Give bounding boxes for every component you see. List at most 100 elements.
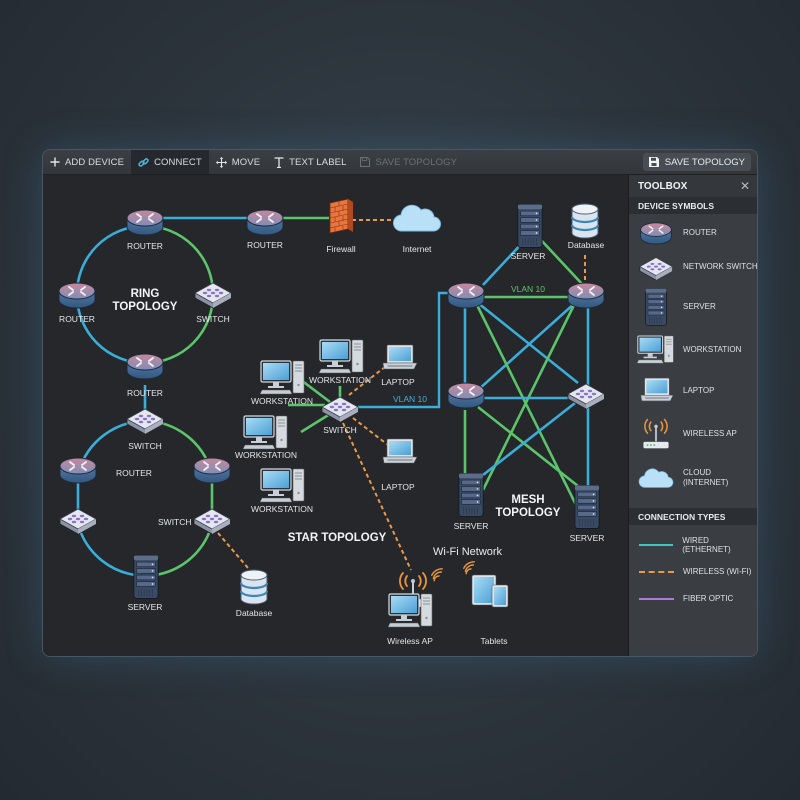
move-button[interactable]: MOVE bbox=[209, 150, 267, 174]
star-workstation-3[interactable] bbox=[260, 468, 305, 503]
toolbox-item-network-switch[interactable]: NETWORK SWITCH bbox=[629, 251, 757, 283]
connection-types-header: CONNECTION TYPES bbox=[629, 508, 757, 525]
connection-link[interactable] bbox=[475, 304, 583, 516]
connection-link[interactable] bbox=[477, 405, 584, 492]
star-workstation-2[interactable] bbox=[243, 415, 288, 450]
cloud-label-line2: (INTERNET) bbox=[683, 478, 729, 487]
mesh-server-right[interactable] bbox=[574, 485, 600, 529]
ring-bottom-switch-right[interactable] bbox=[193, 508, 231, 535]
diagram-svg bbox=[58, 198, 605, 628]
star-workstation-1[interactable] bbox=[260, 360, 305, 395]
star-laptop-top[interactable] bbox=[382, 344, 418, 370]
ring-top-router-left[interactable] bbox=[58, 282, 96, 309]
chain-router-label: ROUTER bbox=[247, 240, 283, 250]
ring-bottom-router-label: ROUTER bbox=[116, 468, 152, 478]
star-ap-link[interactable] bbox=[342, 422, 412, 571]
tablet-wifi-waves[interactable] bbox=[463, 561, 475, 575]
star-laptop-bottom-label: LAPTOP bbox=[381, 482, 415, 492]
mesh-vlan-label: VLAN 10 bbox=[510, 284, 546, 294]
add-device-label: ADD DEVICE bbox=[65, 156, 125, 168]
wireless-ap-label: Wireless AP bbox=[387, 636, 433, 646]
tablets-label: Tablets bbox=[480, 636, 508, 646]
mesh-server-left[interactable] bbox=[458, 473, 484, 517]
mesh-router-left[interactable] bbox=[447, 282, 485, 309]
text-t-icon bbox=[274, 156, 284, 168]
connection-link[interactable] bbox=[477, 302, 576, 391]
mesh-title-line1: MESH bbox=[511, 494, 545, 506]
ring-bottom-router-left[interactable] bbox=[59, 457, 97, 484]
switch-icon bbox=[639, 256, 673, 281]
toolbox-item-laptop[interactable]: LAPTOP bbox=[629, 369, 757, 412]
ring-bottom-db-link[interactable] bbox=[217, 532, 249, 569]
mesh-router-bottom-left[interactable] bbox=[447, 382, 485, 409]
toolbox-item-cloud[interactable]: CLOUD (INTERNET) bbox=[629, 456, 757, 500]
toolbox-item-label: SERVER bbox=[683, 302, 716, 311]
toolbox-item-server[interactable]: SERVER bbox=[629, 283, 757, 331]
connection-type-label: WIRED (ETHERNET) bbox=[682, 535, 731, 554]
toolbox-item-wireless-ap[interactable]: WIRELESS AP bbox=[629, 412, 757, 456]
connection-link[interactable] bbox=[482, 401, 576, 477]
mesh-router-right[interactable] bbox=[567, 282, 605, 309]
ring-bottom-left-bottom[interactable] bbox=[79, 532, 136, 577]
ring-top-router-bottom-label: ROUTER bbox=[127, 388, 163, 398]
internet-cloud[interactable] bbox=[392, 204, 442, 232]
star-ap-workstation[interactable] bbox=[388, 593, 433, 628]
connection-type-label: WIRELESS (WI-FI) bbox=[683, 567, 752, 576]
mesh-server-right-label: SERVER bbox=[569, 533, 605, 543]
star-link-ws-1[interactable] bbox=[300, 378, 331, 404]
topology-canvas[interactable]: ROUTER SWITCH ROUTER ROUTER RING TOPOLOG… bbox=[43, 175, 628, 656]
ring-bottom-database[interactable] bbox=[239, 569, 269, 605]
chain-router[interactable] bbox=[246, 209, 284, 236]
text-label-button[interactable]: TEXT LABEL bbox=[267, 150, 353, 174]
star-link-ws-3[interactable] bbox=[300, 412, 331, 434]
connection-type-wired[interactable]: WIRED (ETHERNET) bbox=[629, 531, 757, 558]
add-device-button[interactable]: ADD DEVICE bbox=[43, 150, 131, 174]
star-workstation-top[interactable] bbox=[319, 339, 364, 374]
star-topology-title: STAR TOPOLOGY bbox=[287, 532, 387, 544]
connection-type-wireless[interactable]: WIRELESS (WI-FI) bbox=[629, 558, 757, 585]
ring-bottom-switch-top[interactable] bbox=[126, 408, 164, 435]
close-icon[interactable]: ✕ bbox=[739, 179, 750, 193]
ap-wifi-waves[interactable] bbox=[431, 568, 443, 582]
internet-label: Internet bbox=[402, 244, 432, 254]
toolbox-header: TOOLBOX ✕ bbox=[629, 175, 757, 197]
connection-link[interactable] bbox=[477, 301, 579, 385]
ring-title-line2: TOPOLOGY bbox=[112, 301, 178, 313]
wifi-network-label: Wi-Fi Network bbox=[433, 546, 503, 558]
ring-bottom-router-right[interactable] bbox=[193, 457, 231, 484]
toolbox-item-router[interactable]: ROUTER bbox=[629, 214, 757, 251]
ring-top-router-bottom[interactable] bbox=[126, 353, 164, 380]
toolbox-item-workstation[interactable]: WORKSTATION bbox=[629, 331, 757, 369]
star-tablets[interactable] bbox=[471, 574, 509, 608]
mesh-database[interactable] bbox=[570, 203, 600, 239]
star-laptop-bottom-link[interactable] bbox=[352, 417, 389, 446]
toolbox-item-label: CLOUD (INTERNET) bbox=[683, 468, 728, 488]
mesh-server-top[interactable] bbox=[517, 204, 543, 248]
ring-bottom-right-bottom[interactable] bbox=[154, 532, 211, 577]
server-icon bbox=[645, 288, 667, 326]
firewall[interactable] bbox=[329, 198, 354, 234]
toolbar: ADD DEVICE CONNECT MOVE TEXT LABEL SAVE … bbox=[43, 150, 757, 175]
ring-top-link-right[interactable] bbox=[144, 224, 215, 294]
connection-type-fiber[interactable]: FIBER OPTIC bbox=[629, 585, 757, 612]
ring-bottom-switch-left[interactable] bbox=[59, 508, 97, 535]
star-vlan-label: VLAN 10 bbox=[392, 394, 428, 404]
mesh-topology-title: MESH TOPOLOGY bbox=[496, 494, 561, 520]
ring-top-router-top[interactable] bbox=[126, 209, 164, 236]
save-topology-label: SAVE TOPOLOGY bbox=[664, 156, 745, 168]
star-laptop-top-link[interactable] bbox=[348, 362, 391, 396]
mesh-link-server-right[interactable] bbox=[540, 239, 584, 286]
toolbox-title: TOOLBOX bbox=[638, 180, 688, 192]
ring-top-switch[interactable] bbox=[194, 282, 232, 309]
ring-bottom-server[interactable] bbox=[133, 555, 159, 599]
toolbox-item-label: ROUTER bbox=[683, 227, 717, 237]
toolbox-item-label: WIRELESS AP bbox=[683, 429, 737, 438]
cloud-icon bbox=[638, 468, 674, 488]
star-laptop-bottom[interactable] bbox=[382, 438, 418, 464]
save-topology-button[interactable]: SAVE TOPOLOGY bbox=[642, 153, 751, 171]
connection-link[interactable] bbox=[481, 302, 577, 491]
connect-button[interactable]: CONNECT bbox=[131, 150, 209, 174]
mesh-link-server-left[interactable] bbox=[482, 239, 526, 286]
star-workstation-top-label: WORKSTATION bbox=[308, 375, 372, 385]
device-symbols-header: DEVICE SYMBOLS bbox=[629, 197, 757, 214]
